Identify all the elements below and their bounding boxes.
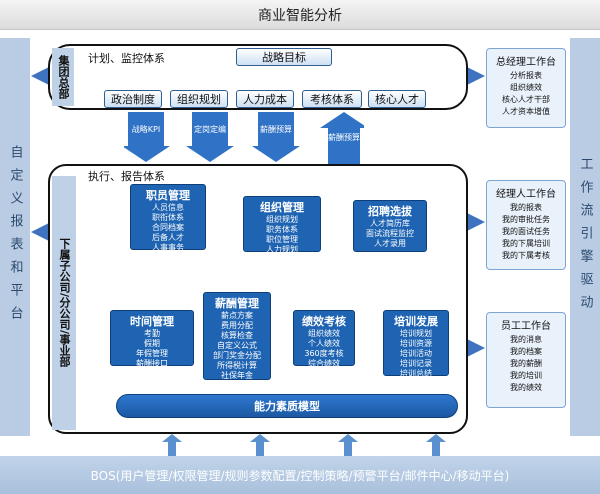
manager-workbench: 经理人工作台 我的报表 我的审批任务 我的面试任务 我的下属培训 我的下属考核 [486,180,566,270]
plan-item-3: 考核体系 [302,90,362,108]
arrow-label-1: 定岗定编 [194,125,226,134]
staff-management-box: 职员管理 人员信息 职衔体系 合同档案 后备人才 人事事务 [130,184,206,252]
competency-model-bar: 能力素质模型 [116,394,458,418]
plan-item-0: 政治制度 [104,90,162,108]
strategic-goal-box: 战略目标 [236,48,332,66]
arrow-label-up: 薪酬预算 [328,133,360,142]
salary-management-box: 薪酬管理 薪点方案 费用分配 核算检查 自定义公式 部门奖金分配 所得税计算 社… [203,292,271,380]
exec-title: 执行、报告体系 [88,170,165,183]
plan-item-2: 人力成本 [236,90,294,108]
flow-arrows [124,112,364,164]
page-title: 商业智能分析 [0,0,600,30]
subsidiary-label: 下属子公司/分公司/事业部 [52,176,76,430]
arrow-label-2: 薪酬预算 [260,125,292,134]
bos-platform-bar: BOS(用户管理/权限管理/规则参数配置/控制策略/预警平台/邮件中心/移动平台… [0,456,600,494]
employee-workbench: 员工工作台 我的消息 我的档案 我的薪酬 我的培训 我的绩效 [486,312,566,408]
arrow-label-0: 战略KPI [131,125,161,134]
org-management-box: 组织管理 组织规划 职务体系 职位管理 人力规划 [243,196,321,254]
workflow-engine-column: 工作流引擎驱动 [570,38,600,436]
gm-workbench: 总经理工作台 分析报表 组织绩效 核心人才干部 人才资本增值 [486,48,566,128]
time-management-box: 时间管理 考勤 假期 年假管理 薪酬接口 [110,310,194,368]
group-hq-label: 集团总部 [52,48,74,106]
plan-item-4: 核心人才 [368,90,426,108]
recruitment-box: 招聘选拔 人才简历库 面试流程监控 人才录用 [353,200,427,252]
custom-report-column: 自定义报表和平台 [0,38,30,436]
bos-up-arrows [162,434,446,456]
plan-title: 计划、监控体系 [88,52,165,65]
training-development-box: 培训发展 培训规划 培训资源 培训活动 培训记录 培训总结 [383,310,449,378]
plan-item-1: 组织规划 [170,90,228,108]
performance-review-box: 绩效考核 组织绩效 个人绩效 360度考核 综合绩效 [293,310,355,368]
